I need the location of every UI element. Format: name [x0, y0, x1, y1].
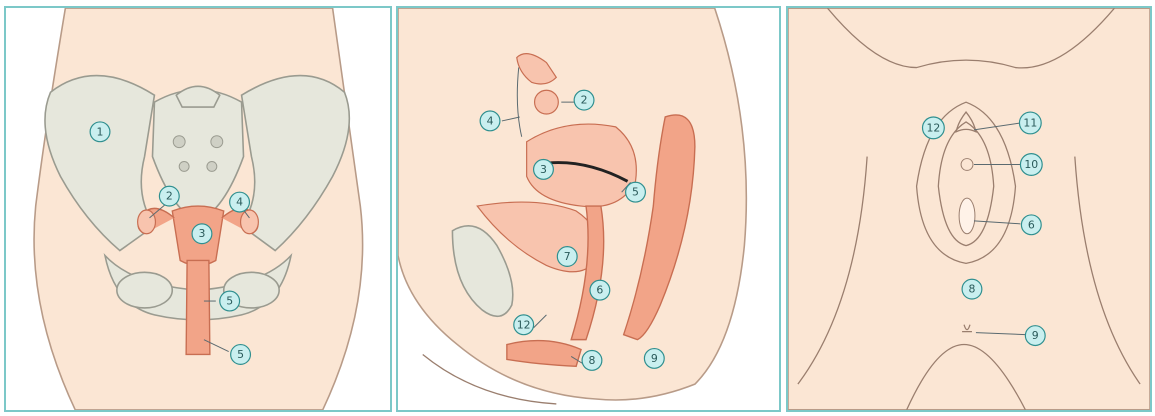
svg-text:7: 7 — [564, 250, 571, 263]
callout-11: 11 — [1019, 112, 1041, 134]
svg-text:6: 6 — [1028, 218, 1035, 231]
svg-text:2: 2 — [581, 94, 588, 107]
svg-text:3: 3 — [540, 163, 547, 176]
callout-9: 9 — [644, 349, 664, 369]
callout-5-b: 5 — [231, 345, 251, 365]
front-view-panel: 1 2 3 4 5 5 — [4, 6, 392, 412]
vaginal-opening — [959, 198, 975, 234]
svg-text:11: 11 — [1023, 116, 1037, 129]
callout-2: 2 — [159, 186, 179, 206]
svg-text:8: 8 — [969, 283, 976, 296]
svg-text:9: 9 — [651, 352, 658, 365]
right-ovary — [241, 210, 259, 234]
callout-6: 6 — [1021, 215, 1041, 235]
svg-text:12: 12 — [926, 121, 940, 134]
svg-text:9: 9 — [1032, 329, 1039, 342]
callout-3: 3 — [192, 224, 212, 244]
callout-1: 1 — [90, 122, 110, 142]
callout-7: 7 — [557, 247, 577, 267]
callout-12: 12 — [514, 315, 534, 335]
front-pelvis-illustration: 1 2 3 4 5 5 — [6, 8, 390, 410]
left-ovary — [138, 210, 156, 234]
side-view-panel: 4 2 3 5 7 6 12 8 — [396, 6, 781, 412]
svg-text:3: 3 — [198, 227, 205, 240]
svg-text:5: 5 — [226, 295, 233, 308]
svg-text:5: 5 — [237, 348, 244, 361]
callout-8: 8 — [582, 351, 602, 371]
callout-10: 10 — [1020, 154, 1042, 176]
svg-text:1: 1 — [97, 125, 104, 138]
svg-text:6: 6 — [596, 284, 603, 297]
callout-5-a: 5 — [220, 291, 240, 311]
svg-text:4: 4 — [487, 114, 494, 127]
svg-text:8: 8 — [589, 354, 596, 367]
svg-text:4: 4 — [236, 196, 243, 209]
callout-8: 8 — [962, 279, 982, 299]
callout-3: 3 — [534, 160, 554, 180]
callout-6: 6 — [590, 280, 610, 300]
svg-text:12: 12 — [517, 318, 531, 331]
svg-text:2: 2 — [166, 190, 173, 203]
callout-4: 4 — [480, 111, 500, 131]
svg-text:10: 10 — [1024, 158, 1038, 171]
callout-9: 9 — [1025, 326, 1045, 346]
callout-12: 12 — [923, 117, 945, 139]
callout-5: 5 — [626, 182, 646, 202]
external-view-panel: 12 11 10 6 8 9 — [786, 6, 1152, 412]
side-section-illustration: 4 2 3 5 7 6 12 8 — [398, 8, 779, 410]
callout-4: 4 — [230, 192, 250, 212]
external-illustration: 12 11 10 6 8 9 — [788, 8, 1150, 410]
ovary — [535, 90, 559, 114]
callout-2: 2 — [574, 90, 594, 110]
svg-text:5: 5 — [632, 186, 639, 199]
